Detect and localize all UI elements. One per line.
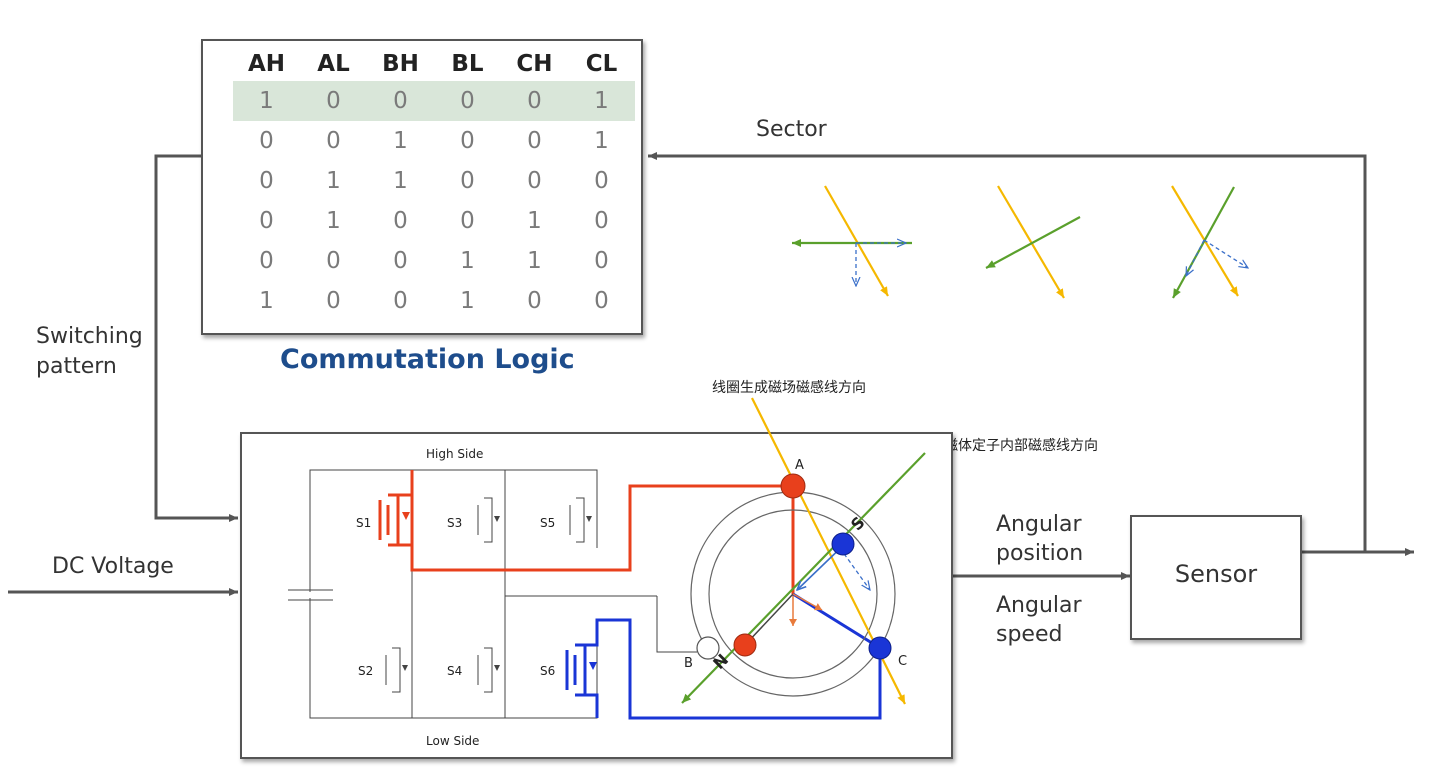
table-cell: 0 bbox=[527, 168, 542, 194]
sector-vector-sketch-1 bbox=[792, 185, 912, 297]
table-cell: 1 bbox=[460, 288, 475, 314]
angular-speed-label-line1: Angular bbox=[996, 593, 1082, 618]
motor-inner-ring bbox=[708, 509, 878, 679]
switch-s1-label: S1 bbox=[356, 516, 372, 530]
table-cell: 0 bbox=[594, 248, 609, 274]
table-cell: 0 bbox=[259, 248, 274, 274]
switch-s6-label: S6 bbox=[540, 664, 556, 678]
table-cell: 1 bbox=[594, 128, 609, 154]
table-row: 0 0 0 1 1 0 bbox=[233, 241, 635, 281]
coil-c-opposite bbox=[831, 532, 855, 556]
switch-s4 bbox=[477, 647, 500, 693]
switch-s5-label: S5 bbox=[540, 516, 556, 530]
table-header-row: AH AL BH BL CH CL bbox=[233, 47, 635, 81]
table-cell: 0 bbox=[259, 128, 274, 154]
table-cell: 0 bbox=[326, 288, 341, 314]
table-cell: 1 bbox=[527, 248, 542, 274]
table-cell: 0 bbox=[594, 168, 609, 194]
table-cell: 0 bbox=[393, 248, 408, 274]
sector-vector-sketch-2 bbox=[985, 185, 1081, 299]
phase-b-label: B bbox=[684, 656, 693, 671]
table-cell: 0 bbox=[527, 128, 542, 154]
table-cell: 0 bbox=[367, 81, 434, 121]
table-row: 0 0 1 0 0 1 bbox=[233, 121, 635, 161]
phase-c-arrow bbox=[792, 593, 823, 611]
phase-b-wire bbox=[744, 593, 794, 646]
table-cell: 0 bbox=[501, 81, 568, 121]
magnet-field-direction-label: 永磁体定子内部磁感线方向 bbox=[930, 438, 1098, 454]
sector-feedback-line bbox=[648, 152, 1367, 552]
phase-c-label: C bbox=[898, 654, 908, 669]
angular-position-label-line1: Angular bbox=[996, 512, 1082, 537]
table-header-cell: BL bbox=[451, 51, 484, 77]
table-cell: 1 bbox=[326, 208, 341, 234]
sensor-label: Sensor bbox=[1174, 560, 1258, 588]
table-cell: 1 bbox=[527, 208, 542, 234]
commutation-logic-title: Commutation Logic bbox=[280, 344, 575, 375]
table-header-cell: AH bbox=[247, 51, 286, 77]
switching-pattern-label-line2: pattern bbox=[36, 354, 117, 379]
table-cell: 0 bbox=[393, 288, 408, 314]
table-row: 0 1 0 0 1 0 bbox=[233, 201, 635, 241]
table-cell: 1 bbox=[568, 81, 635, 121]
switch-s4-label: S4 bbox=[447, 664, 463, 678]
coil-a-terminal bbox=[780, 473, 806, 499]
feedback-lines bbox=[8, 152, 1414, 596]
angular-position-label-line2: position bbox=[996, 541, 1084, 566]
switching-pattern-label-line1: Switching bbox=[36, 324, 143, 349]
table-cell: 1 bbox=[460, 248, 475, 274]
table-cell: 1 bbox=[259, 288, 274, 314]
table-cell: 0 bbox=[393, 208, 408, 234]
table-cell: 0 bbox=[594, 288, 609, 314]
switch-s6 bbox=[565, 635, 599, 718]
coil-b-terminal bbox=[696, 636, 720, 660]
commutation-table: AH AL BH BL CH CL 1 0 0 0 0 1 0 0 1 0 0 … bbox=[233, 47, 635, 321]
low-side-label: Low Side bbox=[426, 734, 480, 748]
angular-speed-label-line2: speed bbox=[996, 622, 1063, 647]
sector-vector-sketch-3 bbox=[1171, 185, 1248, 299]
table-cell: 1 bbox=[393, 168, 408, 194]
table-cell: 0 bbox=[460, 128, 475, 154]
table-cell: 0 bbox=[259, 168, 274, 194]
switch-s2 bbox=[385, 647, 408, 693]
table-cell: 1 bbox=[233, 81, 300, 121]
coil-field-direction-label: 线圈生成磁场磁感线方向 bbox=[712, 380, 866, 396]
table-cell: 0 bbox=[300, 81, 367, 121]
sector-label: Sector bbox=[756, 117, 827, 142]
table-row: 1 0 0 1 0 0 bbox=[233, 281, 635, 321]
phase-c-current-path bbox=[595, 592, 882, 720]
switch-s3 bbox=[477, 497, 500, 543]
phase-a-label: A bbox=[795, 458, 804, 473]
table-cell: 0 bbox=[326, 128, 341, 154]
coil-c-terminal bbox=[868, 636, 892, 660]
table-cell: 0 bbox=[460, 168, 475, 194]
switching-pattern-line bbox=[154, 154, 238, 522]
table-cell: 0 bbox=[594, 208, 609, 234]
magnet-field-line bbox=[681, 452, 926, 704]
table-header-cell: BH bbox=[382, 51, 419, 77]
table-cell: 0 bbox=[434, 81, 501, 121]
switch-s2-label: S2 bbox=[358, 664, 374, 678]
table-cell: 1 bbox=[326, 168, 341, 194]
table-cell: 0 bbox=[259, 208, 274, 234]
switch-s5 bbox=[569, 497, 592, 543]
high-side-label: High Side bbox=[426, 447, 484, 461]
phase-a-current-path bbox=[410, 470, 795, 594]
sensor-block bbox=[1130, 515, 1302, 640]
dc-voltage-label: DC Voltage bbox=[52, 554, 174, 579]
switch-s1 bbox=[378, 482, 414, 560]
table-header-cell: CL bbox=[585, 51, 618, 77]
table-row: 0 1 1 0 0 0 bbox=[233, 161, 635, 201]
table-cell: 0 bbox=[326, 248, 341, 274]
coil-a-opposite bbox=[733, 633, 757, 657]
table-cell: 1 bbox=[393, 128, 408, 154]
switch-s3-label: S3 bbox=[447, 516, 463, 530]
table-cell: 0 bbox=[460, 208, 475, 234]
table-header-cell: CH bbox=[516, 51, 553, 77]
table-cell: 0 bbox=[527, 288, 542, 314]
table-row: 1 0 0 0 0 1 bbox=[233, 81, 635, 121]
table-header-cell: AL bbox=[317, 51, 350, 77]
